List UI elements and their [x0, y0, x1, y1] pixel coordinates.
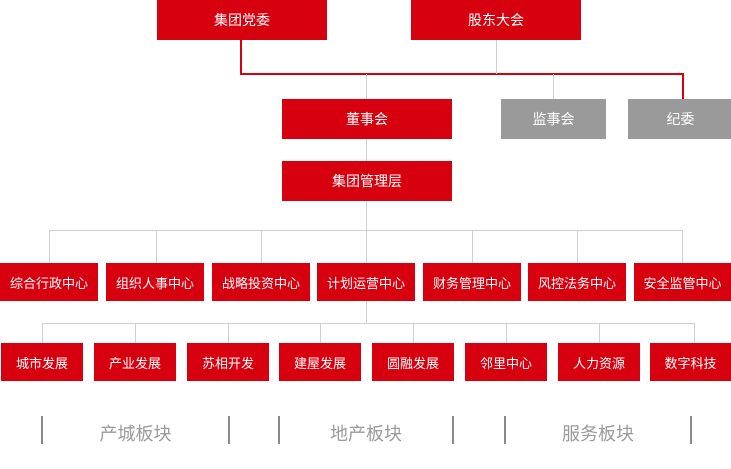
unit-drop-4 [320, 323, 321, 343]
units-h-line [42, 323, 694, 324]
centers-h-line [49, 230, 682, 231]
center-box-risk-legal: 风控法务中心 [528, 263, 626, 301]
party-committee-box: 集团党委 [157, 0, 327, 40]
supervisors-line-v [553, 74, 554, 99]
center-drop-5 [472, 230, 473, 263]
party-discipline-line-v2 [682, 73, 684, 99]
unit-drop-7 [599, 323, 600, 343]
centers-units-line [366, 301, 367, 323]
supervisors-box: 监事会 [501, 99, 606, 139]
sector-divider-2 [228, 416, 230, 444]
center-box-strategy: 战略投资中心 [212, 263, 310, 301]
board-line-v [366, 74, 367, 99]
shareholders-meeting-box: 股东大会 [411, 0, 581, 40]
unit-drop-3 [228, 323, 229, 343]
center-drop-2 [156, 230, 157, 263]
unit-box-digital-tech: 数字科技 [650, 343, 731, 381]
unit-drop-8 [694, 323, 695, 343]
unit-box-human-resources: 人力资源 [558, 343, 640, 381]
discipline-box: 纪委 [628, 99, 731, 139]
board-mgmt-line [366, 139, 367, 161]
unit-drop-6 [506, 323, 507, 343]
sector-label-industry-city: 产城板块 [99, 424, 172, 445]
sector-divider-5 [504, 416, 506, 444]
sector-divider-3 [278, 416, 280, 444]
unit-box-yuanrong-dev: 圆融发展 [372, 343, 454, 381]
center-drop-1 [49, 230, 50, 263]
management-box: 集团管理层 [282, 161, 452, 201]
unit-drop-2 [135, 323, 136, 343]
unit-box-city-dev: 城市发展 [1, 343, 83, 381]
party-discipline-line-v1 [240, 40, 242, 74]
center-box-safety: 安全监管中心 [634, 263, 731, 301]
unit-drop-5 [413, 323, 414, 343]
sector-divider-4 [452, 416, 454, 444]
unit-box-neighborhood: 邻里中心 [465, 343, 547, 381]
center-box-finance: 财务管理中心 [423, 263, 521, 301]
center-drop-6 [577, 230, 578, 263]
board-box: 董事会 [282, 99, 452, 139]
sector-label-real-estate: 地产板块 [330, 424, 402, 445]
party-discipline-line-h [240, 73, 684, 75]
shareholders-line-v [496, 40, 497, 74]
center-drop-4 [366, 230, 367, 263]
sector-label-services: 服务板块 [562, 424, 634, 445]
unit-box-suxiang-dev: 苏相开发 [187, 343, 269, 381]
sector-divider-6 [690, 416, 692, 444]
center-drop-3 [261, 230, 262, 263]
center-box-hr: 组织人事中心 [106, 263, 204, 301]
mgmt-centers-line [366, 201, 367, 230]
center-drop-7 [682, 230, 683, 263]
unit-box-jianwu-dev: 建屋发展 [279, 343, 361, 381]
unit-box-industry-dev: 产业发展 [94, 343, 176, 381]
center-box-operations: 计划运营中心 [317, 263, 415, 301]
center-box-admin: 综合行政中心 [0, 263, 98, 301]
sector-divider-1 [41, 416, 43, 444]
unit-drop-1 [42, 323, 43, 343]
